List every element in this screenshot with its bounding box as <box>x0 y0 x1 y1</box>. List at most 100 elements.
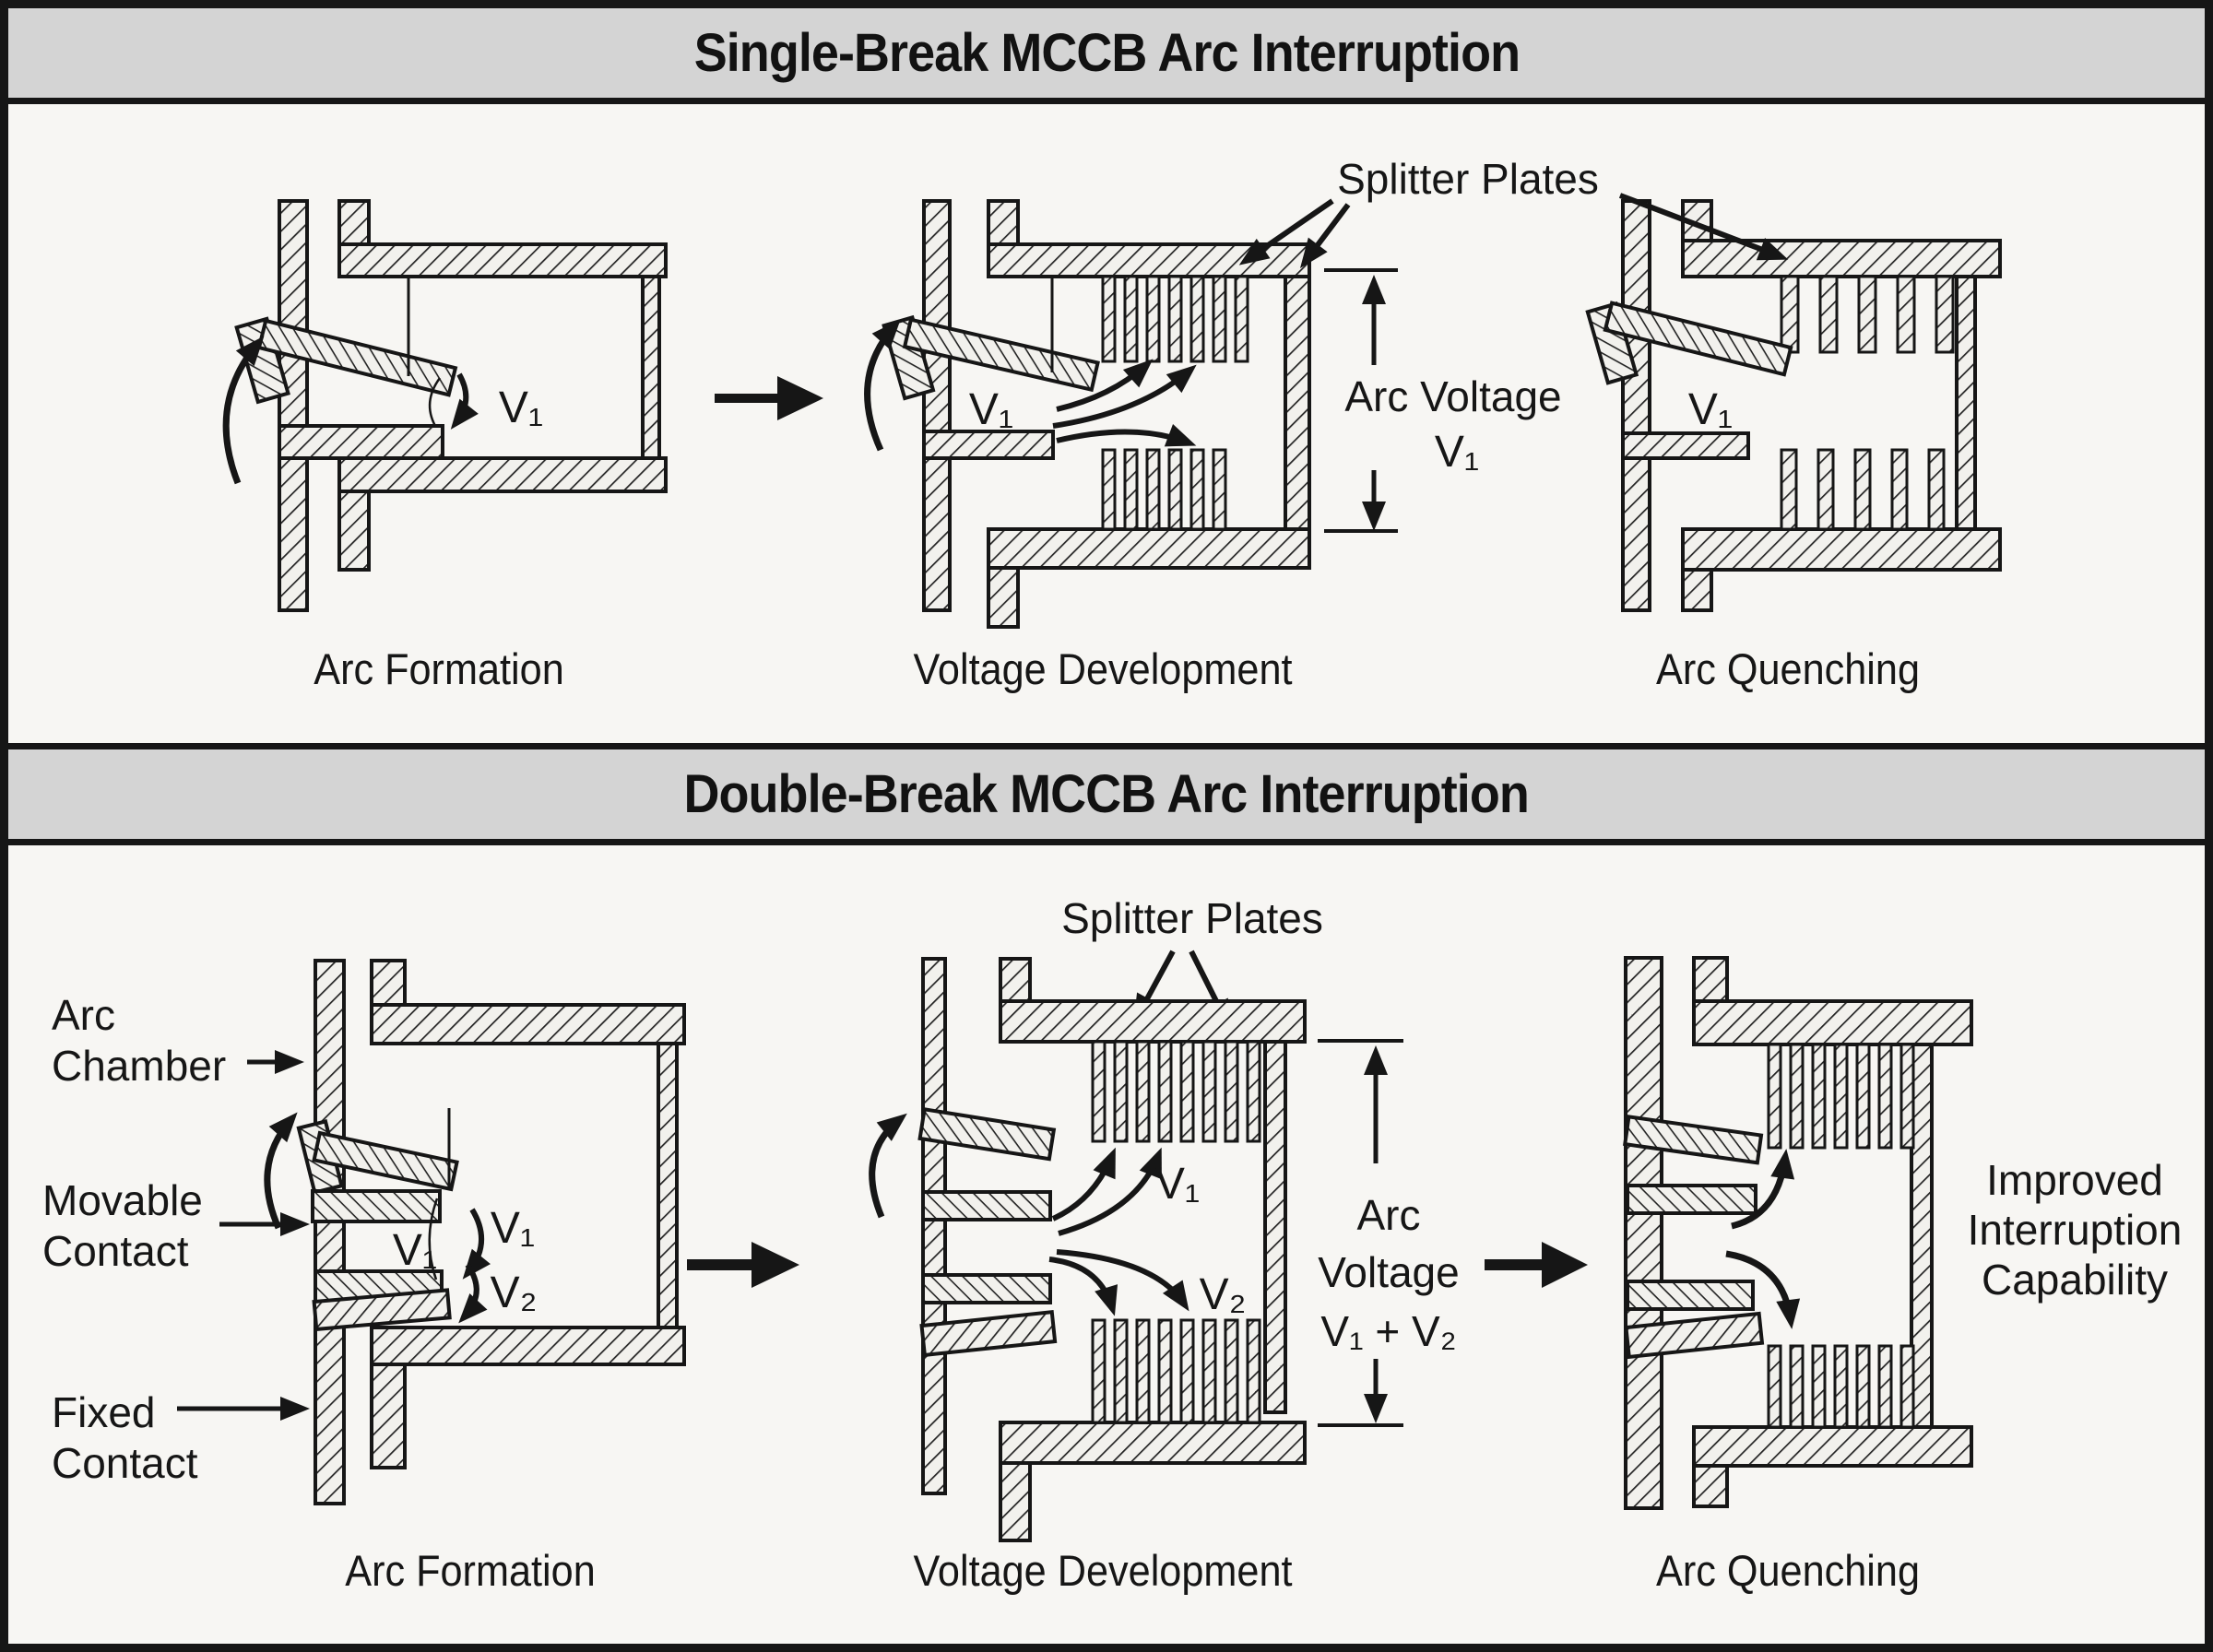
rotation-arrow-icon <box>864 319 901 452</box>
splitter-plate <box>1896 275 1916 354</box>
right-runner-plate <box>1263 1040 1287 1414</box>
splitter-plate <box>1246 1040 1261 1143</box>
arc-chamber-label-line2: Chamber <box>52 1042 226 1090</box>
splitter-plate <box>1877 1043 1893 1150</box>
splitter-plate <box>1212 448 1227 531</box>
top-conductor-bar <box>1681 239 2002 278</box>
splitter-plate <box>1890 448 1909 531</box>
right-runner-plate <box>1955 275 1977 531</box>
movable-contact-lower <box>1626 1184 1757 1215</box>
splitter-plate <box>1135 1040 1151 1143</box>
splitter-plate <box>1789 1043 1805 1150</box>
improved-label-line1: Improved <box>1986 1156 2163 1204</box>
bottom-conductor-bar <box>370 1326 686 1366</box>
movable-contact-lower <box>311 1189 442 1223</box>
splitter-plate <box>1189 448 1205 531</box>
v1-label: V₁ <box>393 1226 437 1275</box>
fixed-contact-label-line1: Fixed <box>52 1388 155 1436</box>
splitter-plates-top <box>1091 1040 1261 1143</box>
arc-voltage-label-line3: V₁ + V₂ <box>1320 1307 1456 1355</box>
splitter-plate <box>1818 275 1839 354</box>
splitter-plate <box>1817 448 1835 531</box>
arc-chamber-wall <box>278 199 309 612</box>
flow-arrow-icon <box>687 1242 799 1288</box>
splitter-plate <box>1145 448 1161 531</box>
top-terminal-tab <box>337 199 371 246</box>
splitter-plate <box>1811 1344 1827 1429</box>
top-terminal-tab <box>1692 956 1729 1003</box>
v1-label: V₁ <box>1688 385 1733 434</box>
movable-contact-lower <box>921 1190 1052 1221</box>
splitter-plate <box>1101 275 1117 363</box>
arc-flow-arrow-icon <box>1052 364 1197 429</box>
bottom-conductor-bar <box>1681 527 2002 572</box>
quench-arrow-up-icon <box>1731 1149 1795 1230</box>
arc-voltage-label-line1: Arc <box>1357 1191 1421 1239</box>
splitter-plate <box>1167 448 1183 531</box>
arc-chamber-wall <box>921 957 947 1495</box>
v2-label: V₂ <box>491 1268 538 1317</box>
top-terminal-tab <box>370 959 407 1007</box>
splitter-plate <box>1857 275 1877 354</box>
arc-arrow-icon <box>450 372 479 430</box>
bottom-terminal-tab <box>337 490 371 572</box>
movable-contact <box>1603 301 1793 377</box>
contact-pivot <box>1585 301 1639 385</box>
splitter-plate <box>1899 1344 1915 1429</box>
diagram-single-arc-quenching: V₁ <box>1585 199 2002 612</box>
quench-arrow-down-icon <box>1725 1250 1801 1329</box>
bottom-terminal-tab <box>370 1363 407 1469</box>
stage-label-voltage-development: Voltage Development <box>913 1546 1293 1595</box>
splitter-plate <box>1101 448 1117 531</box>
splitter-plate <box>1167 275 1183 363</box>
stage-label-voltage-development: Voltage Development <box>913 644 1293 693</box>
v1-label: V₁ <box>969 385 1013 434</box>
arc-voltage-label: Arc Voltage <box>1344 372 1561 420</box>
bottom-terminal-tab <box>987 566 1020 629</box>
stage-label-arc-formation: Arc Formation <box>345 1546 596 1595</box>
splitter-plates-top <box>1767 1043 1915 1150</box>
bottom-conductor-bar <box>999 1421 1307 1465</box>
top-conductor-bar <box>999 999 1307 1044</box>
rotation-arrow-icon <box>222 336 265 485</box>
splitter-plates-callout-single: Splitter Plates <box>1238 155 1789 268</box>
conductor-structure <box>314 959 686 1505</box>
conductor-structure <box>278 199 668 612</box>
splitter-plate <box>1179 1040 1195 1143</box>
fixed-contact-support <box>922 430 1055 460</box>
section-title: Single-Break MCCB Arc Interruption <box>693 23 1520 83</box>
splitter-plate <box>1877 1344 1893 1429</box>
arc-chamber-wall <box>1621 199 1651 612</box>
splitter-plate <box>1145 275 1161 363</box>
arc-chamber-wall <box>1624 956 1663 1510</box>
stage-label-arc-quenching: Arc Quenching <box>1655 1546 1921 1595</box>
splitter-plates-bottom <box>1780 448 1946 531</box>
diagram-single-voltage-development: V₁ Arc Voltage V₁ <box>864 199 1562 629</box>
diagram-double-voltage-development: V₁ V₂ Arc Voltage V₁ + V₂ <box>869 957 1460 1542</box>
arc-chamber-wall <box>314 959 346 1505</box>
splitter-plate <box>1123 448 1139 531</box>
right-conductor-stem <box>641 275 661 460</box>
v1-label: V₁ <box>491 1204 535 1253</box>
splitter-plates-callout-double: Splitter Plates <box>1061 894 1323 1030</box>
splitter-plates-label: Splitter Plates <box>1061 894 1323 942</box>
splitter-plate <box>1833 1344 1849 1429</box>
rotation-arrow-icon <box>869 1113 907 1219</box>
arc-arrow-icon <box>458 1263 488 1324</box>
bottom-terminal-tab <box>999 1461 1032 1542</box>
arc-arrow-icon <box>462 1208 491 1280</box>
v1-label: V₁ <box>1155 1160 1200 1209</box>
movable-contact-upper <box>917 1107 1057 1162</box>
v1-label: V₁ <box>499 384 543 432</box>
stage-label-arc-quenching: Arc Quenching <box>1655 644 1921 693</box>
section-header-double: Double-Break MCCB Arc Interruption <box>8 743 2205 845</box>
splitter-plates-bottom <box>1091 1318 1261 1424</box>
improved-label-line3: Capability <box>1982 1256 2168 1304</box>
splitter-plate <box>1189 275 1205 363</box>
splitter-plate <box>1833 1043 1849 1150</box>
arc-curve <box>428 377 442 427</box>
splitter-plate <box>1157 1040 1173 1143</box>
splitter-plate <box>1234 275 1249 363</box>
callout-fixed-contact: Fixed Contact <box>52 1388 310 1487</box>
